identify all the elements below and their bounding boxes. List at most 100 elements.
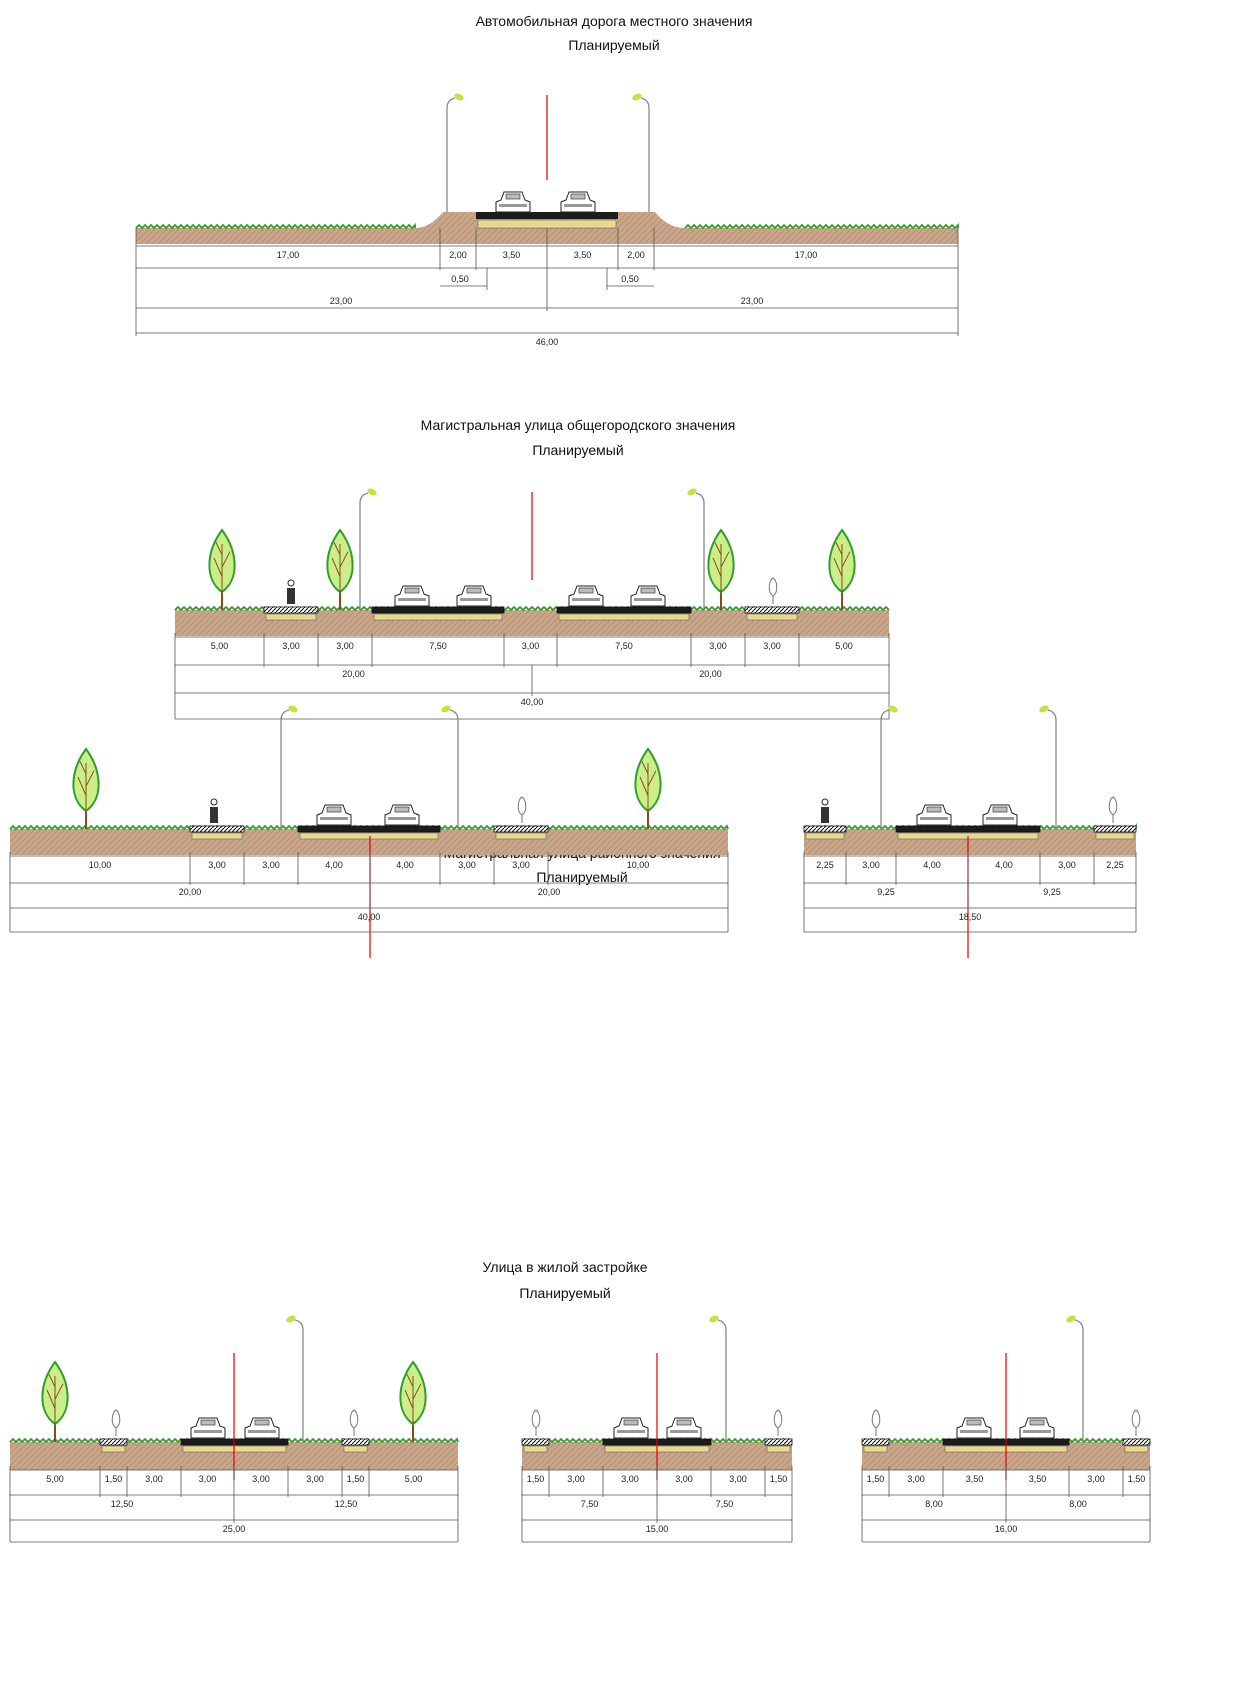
car-grille bbox=[960, 1430, 988, 1433]
lamp-head bbox=[888, 705, 898, 713]
car-grille bbox=[248, 1430, 276, 1433]
roadway-asphalt bbox=[297, 825, 441, 833]
total-width-label: 16,00 bbox=[995, 1524, 1018, 1534]
half-width-label: 8,00 bbox=[925, 1499, 943, 1509]
tree-icon bbox=[399, 1360, 427, 1442]
car-grille bbox=[194, 1430, 222, 1433]
segment-width-label: 7,50 bbox=[429, 641, 447, 651]
half-width-label: 23,00 bbox=[741, 296, 764, 306]
half-width-label: 20,00 bbox=[342, 669, 365, 679]
car-window bbox=[505, 193, 521, 200]
sidewalk-paving bbox=[341, 1438, 370, 1446]
segment-width-label: 5,00 bbox=[835, 641, 853, 651]
shrub-icon bbox=[768, 577, 778, 604]
lamp-head bbox=[1039, 705, 1049, 713]
sidewalk-paving bbox=[99, 1438, 128, 1446]
segment-width-label: 3,00 bbox=[675, 1474, 693, 1484]
shrub-outline bbox=[768, 577, 778, 604]
half-width-label: 20,00 bbox=[699, 669, 722, 679]
segment-width-label: 3,00 bbox=[336, 641, 354, 651]
car-window bbox=[200, 1419, 216, 1426]
car-window bbox=[1029, 1419, 1045, 1426]
shoulder-width-label: 0,50 bbox=[621, 274, 639, 284]
segment-width-label: 4,00 bbox=[325, 860, 343, 870]
car-icon bbox=[316, 804, 352, 826]
half-width-label: 12,50 bbox=[335, 1499, 358, 1509]
half-width-label: 23,00 bbox=[330, 296, 353, 306]
segment-width-label: 3,50 bbox=[574, 250, 592, 260]
base-layer bbox=[1124, 1445, 1149, 1453]
street-lamp-icon bbox=[359, 488, 377, 610]
base-layer bbox=[191, 832, 243, 840]
base-layer bbox=[558, 613, 690, 621]
base-layer bbox=[265, 613, 317, 621]
street-lamp-icon bbox=[280, 705, 298, 829]
segment-width-label: 3,00 bbox=[1087, 1474, 1105, 1484]
segment-width-label: 10,00 bbox=[89, 860, 112, 870]
section-3-subtitle: Планируемый bbox=[536, 869, 627, 885]
segment-width-label: 3,00 bbox=[1058, 860, 1076, 870]
car-grille bbox=[564, 204, 592, 207]
lamp-pole bbox=[695, 492, 705, 610]
shrub-icon bbox=[531, 1409, 541, 1436]
tree-branches bbox=[77, 761, 95, 811]
sidewalk-paving bbox=[521, 1438, 550, 1446]
half-width-label: 7,50 bbox=[581, 1499, 599, 1509]
total-width-label: 40,00 bbox=[358, 912, 381, 922]
base-layer bbox=[766, 1445, 791, 1453]
segment-width-label: 3,00 bbox=[458, 860, 476, 870]
section-4-title: Улица в жилой застройке bbox=[482, 1259, 647, 1275]
street-lamp-icon bbox=[286, 1315, 304, 1442]
car-window bbox=[640, 587, 656, 594]
car-icon bbox=[666, 1417, 702, 1439]
tree-branches bbox=[404, 1374, 422, 1424]
tree-icon bbox=[634, 747, 662, 829]
tree-icon bbox=[707, 528, 735, 610]
grass-line bbox=[135, 222, 959, 230]
segment-width-label: 3,00 bbox=[907, 1474, 925, 1484]
base-layer bbox=[1095, 832, 1135, 840]
shrub-outline bbox=[111, 1409, 121, 1436]
segment-width-label: 3,00 bbox=[729, 1474, 747, 1484]
street-lamp-icon bbox=[709, 1315, 727, 1442]
segment-width-label: 1,50 bbox=[527, 1474, 545, 1484]
lamp-pole bbox=[446, 97, 456, 212]
total-width-label: 25,00 bbox=[223, 1524, 246, 1534]
segment-width-label: 3,00 bbox=[252, 1474, 270, 1484]
pedestrian-body bbox=[210, 807, 218, 823]
street-lamp-icon bbox=[446, 93, 464, 212]
shrub-icon bbox=[111, 1409, 121, 1436]
base-layer bbox=[523, 1445, 548, 1453]
car-icon bbox=[560, 191, 596, 213]
car-grille bbox=[388, 817, 416, 820]
shrub-outline bbox=[871, 1409, 881, 1436]
segment-width-label: 2,25 bbox=[816, 860, 834, 870]
car-icon bbox=[568, 585, 604, 607]
car-window bbox=[676, 1419, 692, 1426]
sidewalk-paving bbox=[744, 606, 800, 614]
car-grille bbox=[499, 204, 527, 207]
sidewalk-paving bbox=[1093, 825, 1137, 833]
segment-width-label: 3,50 bbox=[1029, 1474, 1047, 1484]
shrub-icon bbox=[349, 1409, 359, 1436]
lamp-pole bbox=[880, 709, 890, 829]
base-layer bbox=[805, 832, 845, 840]
street-lamp-icon bbox=[880, 705, 898, 829]
car-window bbox=[466, 587, 482, 594]
lamp-head bbox=[632, 93, 642, 101]
half-width-label: 12,50 bbox=[111, 1499, 134, 1509]
segment-width-label: 3,00 bbox=[862, 860, 880, 870]
segment-width-label: 7,50 bbox=[615, 641, 633, 651]
car-grille bbox=[460, 598, 488, 601]
base-layer bbox=[343, 1445, 368, 1453]
car-icon bbox=[190, 1417, 226, 1439]
roadway-asphalt bbox=[895, 825, 1041, 833]
car-window bbox=[926, 806, 942, 813]
segment-width-label: 3,00 bbox=[262, 860, 280, 870]
half-width-label: 20,00 bbox=[538, 887, 561, 897]
lamp-head bbox=[441, 705, 451, 713]
street-lamp-icon bbox=[441, 705, 459, 829]
pedestrian-head bbox=[287, 579, 295, 587]
segment-width-label: 17,00 bbox=[795, 250, 818, 260]
